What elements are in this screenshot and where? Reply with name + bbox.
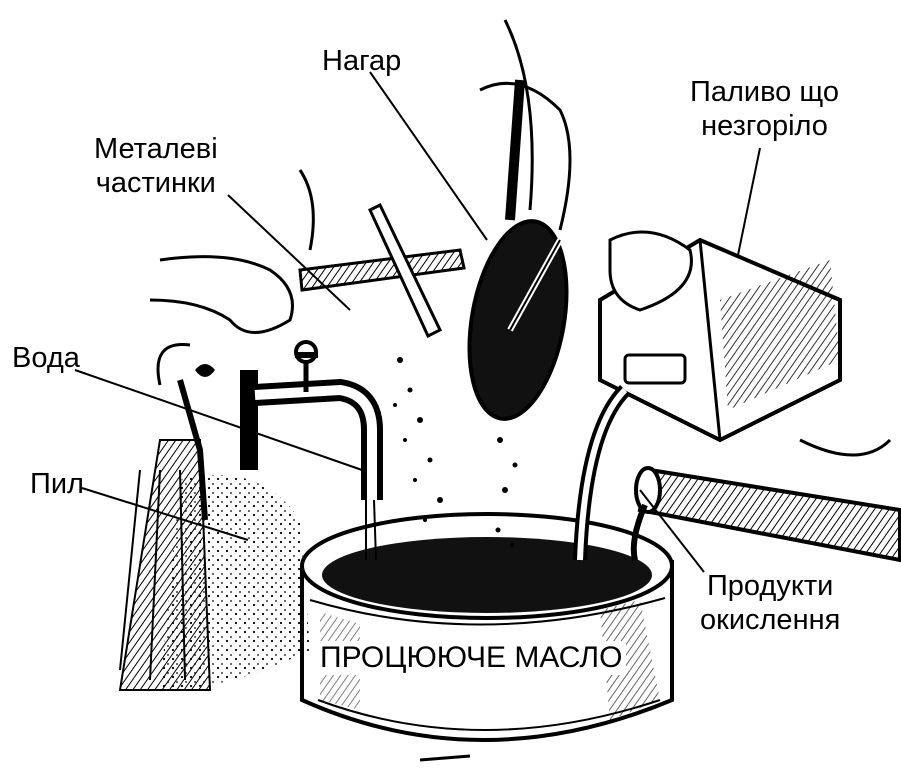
label-dust: Пил bbox=[30, 467, 84, 501]
metal-particles bbox=[393, 357, 443, 522]
dust-cloud bbox=[160, 475, 310, 690]
leader-fuel bbox=[738, 148, 760, 255]
label-oxidation-products-line2: окислення bbox=[700, 603, 840, 637]
label-carbon: Нагар bbox=[322, 44, 401, 78]
hose bbox=[634, 440, 900, 560]
label-unburned-fuel: Паливо що незгоріло bbox=[690, 75, 839, 143]
oil-tub bbox=[302, 514, 672, 760]
label-oxidation-products: Продукти окислення bbox=[700, 569, 840, 637]
label-unburned-fuel-line2: незгоріло bbox=[690, 109, 839, 143]
faucet bbox=[240, 342, 372, 500]
fuel-can bbox=[600, 232, 840, 440]
label-oxidation-products-line1: Продукти bbox=[700, 569, 840, 603]
leader-carbon bbox=[370, 72, 487, 240]
label-water: Вода bbox=[12, 341, 80, 375]
label-metal-particles: Металеві частинки bbox=[94, 132, 218, 200]
label-metal-particles-line1: Металеві bbox=[94, 132, 218, 166]
label-metal-particles-line2: частинки bbox=[94, 166, 218, 200]
oil-surface bbox=[322, 537, 652, 613]
label-unburned-fuel-line1: Паливо що bbox=[690, 75, 839, 109]
tub-label: ПРОЦЮЮЧЕ МАСЛО bbox=[316, 641, 626, 675]
